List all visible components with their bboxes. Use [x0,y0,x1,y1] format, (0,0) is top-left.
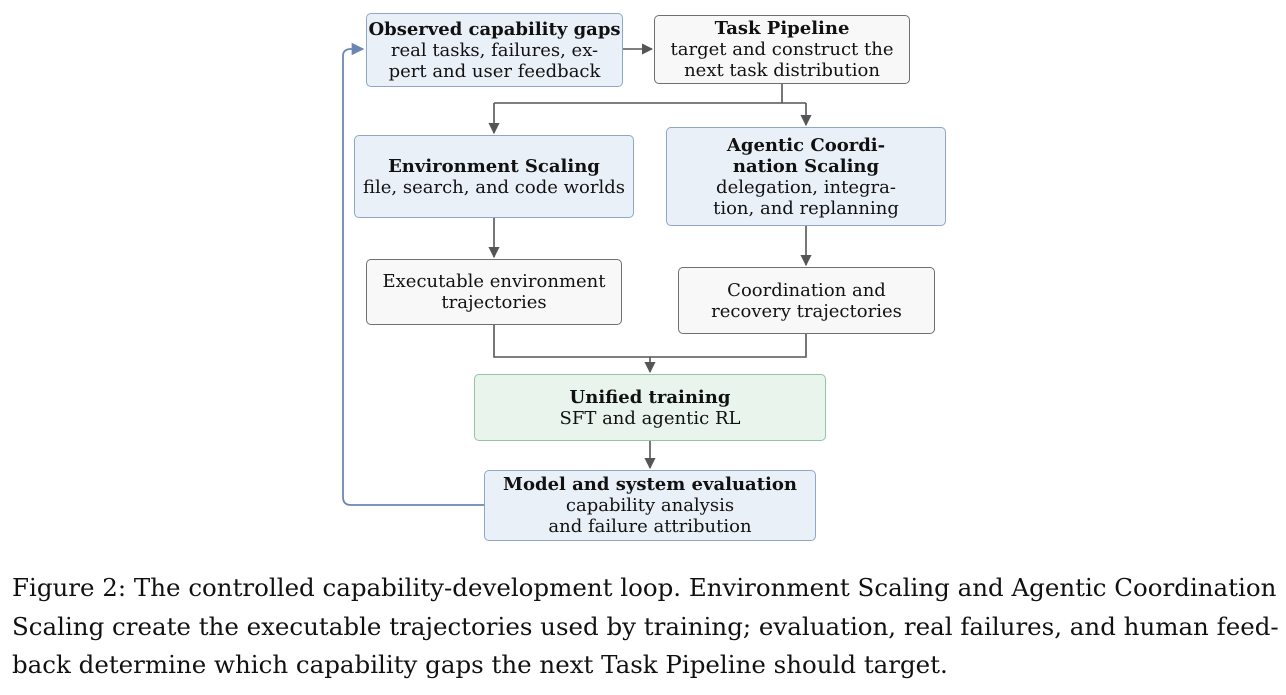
node-line: SFT and agentic RL [559,407,741,429]
node-line: delegation, integra- [716,176,896,198]
node-title: nation Scaling [732,155,880,177]
node-title: Environment Scaling [388,155,600,177]
feedback-arrow [342,42,484,506]
node-line: recovery trajectories [711,300,902,322]
node-line: Executable environment [382,271,606,292]
node-line: real tasks, failures, ex- [390,39,599,61]
node-title: Unified training [569,386,731,408]
caption-line: Scaling create the executable trajectori… [12,611,1279,641]
node-title: Observed capability gaps [368,18,621,40]
node-line: file, search, and code worlds [363,176,625,198]
caption-line: Figure 2: The controlled capability-deve… [12,573,1277,602]
node-line: capability analysis [565,495,735,516]
node-executable-environment-trajectories: Executable environment trajectories [366,259,622,325]
node-line: target and construct the [670,39,894,60]
node-line: trajectories [441,292,547,313]
connector-layer [342,42,812,506]
node-title: Agentic Coordi- [726,134,886,156]
split-line [494,84,806,104]
node-line: and failure attribution [548,516,752,537]
flow-diagram: Observed capability gaps real tasks, fai… [342,13,946,541]
node-observed-capability-gaps: Observed capability gaps real tasks, fai… [366,13,623,87]
node-title: Model and system evaluation [503,474,797,495]
node-agentic-coordination-scaling: Agentic Coordi- nation Scaling delegatio… [666,127,946,226]
node-line: tion, and replanning [713,197,899,219]
node-unified-training: Unified training SFT and agentic RL [474,374,826,441]
node-line: next task distribution [684,60,880,81]
node-environment-scaling: Environment Scaling file, search, and co… [354,135,634,218]
node-line: pert and user feedback [388,60,601,82]
caption-line: back determine which capability gaps the… [12,650,948,679]
figure-caption: Figure 2: The controlled capability-deve… [12,569,1279,685]
node-task-pipeline: Task Pipeline target and construct the n… [654,15,910,84]
node-coordination-recovery-trajectories: Coordination and recovery trajectories [678,267,935,334]
node-model-system-evaluation: Model and system evaluation capability a… [484,470,816,541]
node-line: Coordination and [727,279,886,301]
node-title: Task Pipeline [714,18,850,39]
